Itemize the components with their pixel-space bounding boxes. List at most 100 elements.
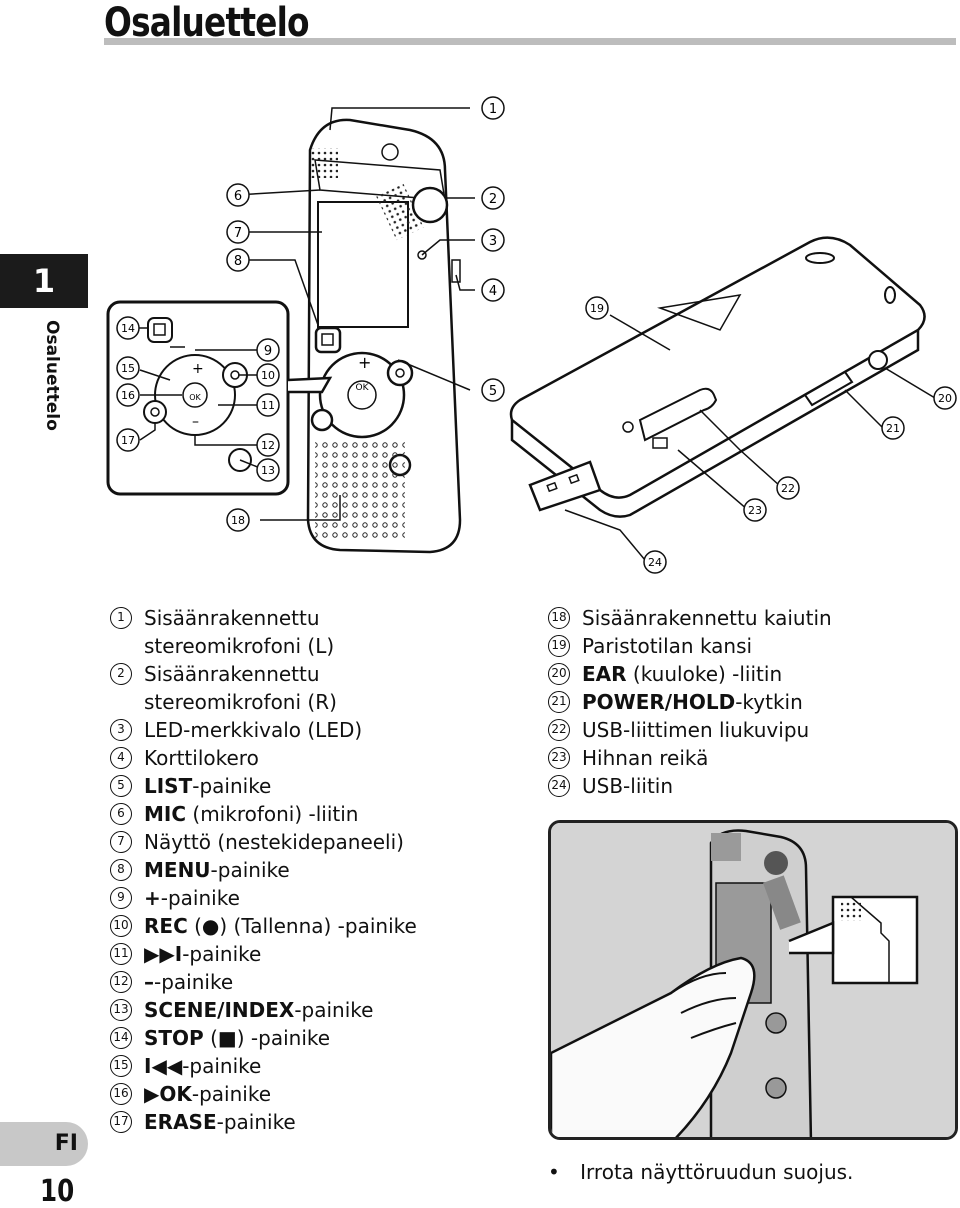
part-number: 6 bbox=[110, 803, 132, 825]
part-item: 6 MIC (mikrofoni) -liitin bbox=[110, 800, 530, 828]
button-inset bbox=[106, 300, 333, 496]
part-number: 3 bbox=[110, 719, 132, 741]
part-label: -painike bbox=[182, 1054, 262, 1078]
part-label: -kytkin bbox=[735, 690, 803, 714]
part-label: (●) (Tallenna) -painike bbox=[187, 914, 417, 938]
callout-9: 9 bbox=[256, 338, 280, 362]
part-bold-label: – bbox=[144, 970, 154, 994]
recorder-back bbox=[509, 236, 926, 518]
chapter-number: 1 bbox=[0, 254, 88, 308]
callout-20: 20 bbox=[933, 386, 957, 410]
svg-text:9: 9 bbox=[264, 344, 272, 359]
svg-text:6: 6 bbox=[234, 189, 242, 204]
chapter-title-vertical: Osaluettelo bbox=[42, 320, 62, 431]
svg-text:1: 1 bbox=[489, 102, 497, 117]
part-label: LED-merkkivalo (LED) bbox=[144, 718, 363, 742]
callout-5: 5 bbox=[481, 378, 505, 402]
note-text: Irrota näyttöruudun suojus. bbox=[580, 1160, 854, 1184]
callout-14: 14 bbox=[116, 316, 140, 340]
part-number: 10 bbox=[110, 915, 132, 937]
svg-text:14: 14 bbox=[121, 322, 135, 335]
svg-text:21: 21 bbox=[886, 422, 900, 435]
svg-text:4: 4 bbox=[489, 284, 497, 299]
part-number: 24 bbox=[548, 775, 570, 797]
part-bold-label: EAR bbox=[582, 662, 627, 686]
part-number: 4 bbox=[110, 747, 132, 769]
inset-plus-label: + bbox=[192, 361, 204, 377]
part-number: 17 bbox=[110, 1111, 132, 1133]
callout-12: 12 bbox=[256, 433, 280, 457]
callout-18: 18 bbox=[226, 508, 250, 532]
part-bold-label: POWER/HOLD bbox=[582, 690, 736, 714]
inset-ok-label: OK bbox=[189, 393, 201, 402]
part-number: 7 bbox=[110, 831, 132, 853]
part-label: -painike bbox=[160, 886, 240, 910]
part-label: Näyttö (nestekidepaneeli) bbox=[144, 830, 404, 854]
part-label: Sisäänrakennettu kaiutin bbox=[582, 606, 832, 630]
part-number: 20 bbox=[548, 663, 570, 685]
part-number: 11 bbox=[110, 943, 132, 965]
part-item: 12–-painike bbox=[110, 968, 530, 996]
part-number: 18 bbox=[548, 607, 570, 629]
part-number: 1 bbox=[110, 607, 132, 629]
part-number: 23 bbox=[548, 747, 570, 769]
photo-illustration bbox=[551, 823, 955, 1137]
part-label: (mikrofoni) -liitin bbox=[186, 802, 359, 826]
part-item: 18 Sisäänrakennettu kaiutin bbox=[548, 604, 948, 632]
svg-text:15: 15 bbox=[121, 362, 135, 375]
part-label: Paristotilan kansi bbox=[582, 634, 753, 658]
part-number: 21 bbox=[548, 691, 570, 713]
part-item: 19 Paristotilan kansi bbox=[548, 632, 948, 660]
parts-list-right: 18 Sisäänrakennettu kaiutin 19 Paristotilan… bbox=[548, 604, 948, 800]
part-label-continued: stereomikrofoni (L) bbox=[144, 634, 335, 658]
svg-text:23: 23 bbox=[748, 504, 762, 517]
svg-text:10: 10 bbox=[261, 369, 275, 382]
callout-7: 7 bbox=[226, 220, 250, 244]
part-item: 21 POWER/HOLD-kytkin bbox=[548, 688, 948, 716]
device-diagram: OK + OK + – bbox=[106, 96, 957, 574]
part-label: Hihnan reikä bbox=[582, 746, 709, 770]
part-bold-label: MIC bbox=[144, 802, 187, 826]
svg-text:5: 5 bbox=[489, 384, 497, 399]
callout-19: 19 bbox=[585, 296, 609, 320]
language-tab: FI bbox=[0, 1122, 88, 1166]
part-number: 2 bbox=[110, 663, 132, 685]
callout-4: 4 bbox=[481, 278, 505, 302]
svg-text:3: 3 bbox=[489, 234, 497, 249]
callout-17: 17 bbox=[116, 428, 140, 452]
part-number: 8 bbox=[110, 859, 132, 881]
part-number: 13 bbox=[110, 999, 132, 1021]
part-item: 9+-painike bbox=[110, 884, 530, 912]
svg-text:8: 8 bbox=[234, 254, 242, 269]
part-number: 14 bbox=[110, 1027, 132, 1049]
part-bold-label: REC bbox=[144, 914, 188, 938]
part-number: 19 bbox=[548, 635, 570, 657]
part-label: -painike bbox=[192, 774, 272, 798]
svg-text:16: 16 bbox=[121, 389, 135, 402]
svg-text:20: 20 bbox=[938, 392, 952, 405]
part-label: -painike bbox=[182, 942, 262, 966]
screen-protector-photo bbox=[548, 820, 958, 1140]
callout-6: 6 bbox=[226, 183, 250, 207]
part-bold-label: MENU bbox=[144, 858, 211, 882]
callout-24: 24 bbox=[643, 550, 667, 574]
part-number: 9 bbox=[110, 887, 132, 909]
part-item: 7 Näyttö (nestekidepaneeli) bbox=[110, 828, 530, 856]
part-label: -painike bbox=[191, 1082, 272, 1106]
part-item: 11▶▶I-painike bbox=[110, 940, 530, 968]
svg-text:12: 12 bbox=[261, 439, 275, 452]
front-ok-label: OK bbox=[356, 383, 370, 393]
part-bold-label: ERASE bbox=[144, 1110, 217, 1134]
svg-text:22: 22 bbox=[781, 482, 795, 495]
